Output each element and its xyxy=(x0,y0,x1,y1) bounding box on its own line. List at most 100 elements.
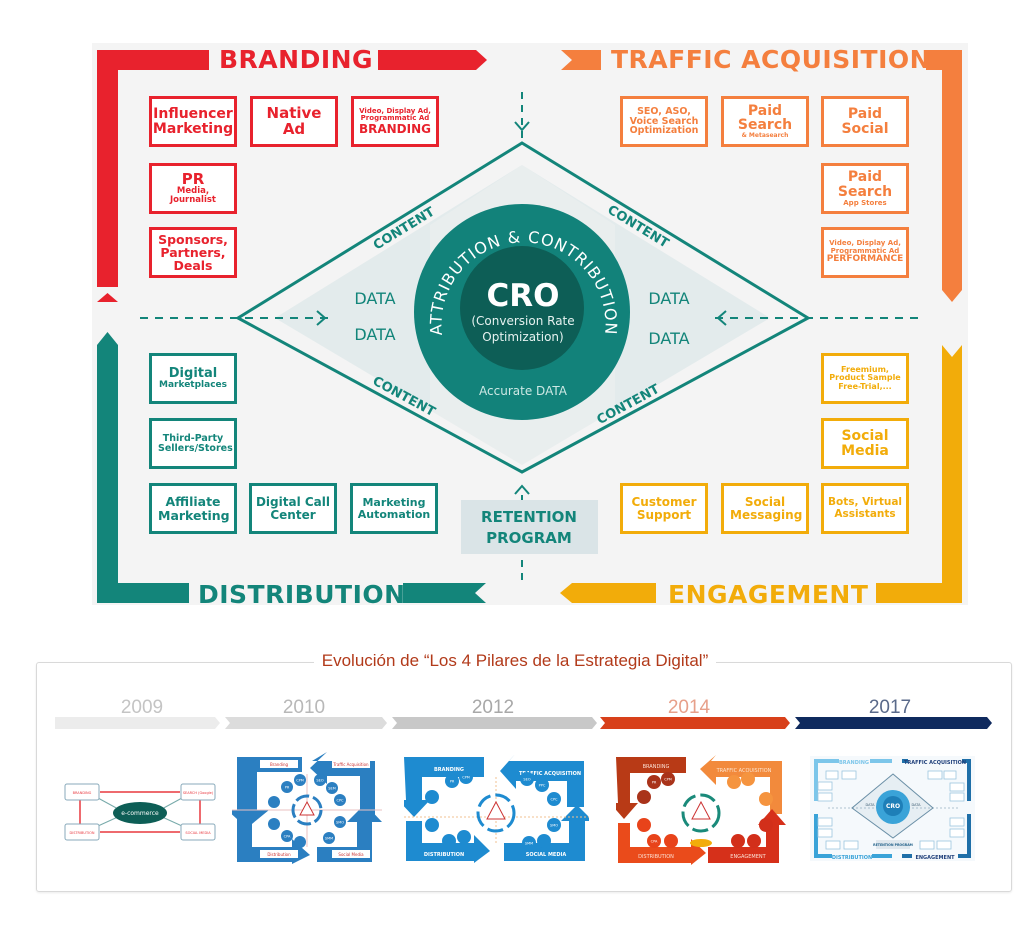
thumb-label: SOCIAL MEDIA xyxy=(526,852,567,858)
thumb-circle xyxy=(459,770,473,784)
evolution-title: Evolución de “Los 4 Pilares de la Estrat… xyxy=(0,651,1030,671)
timeline-segment-2010 xyxy=(225,717,387,729)
thumb-circle xyxy=(457,830,471,844)
thumb-circle-label: CPA xyxy=(284,835,291,839)
engagement-title: ENGAGEMENT xyxy=(668,580,869,609)
branding-item-native-ad: Native Ad xyxy=(250,96,338,147)
item-sub-label: & Metasearch xyxy=(741,132,789,140)
distribution-item-digital-marketplaces: Digital Marketplaces xyxy=(149,353,237,404)
thumb-label: Social Media xyxy=(338,852,364,857)
item-label: Third-Party Sellers/Stores xyxy=(158,432,233,454)
thumbnail-2012: BRANDING TRAFFIC ACQUISITION DISTRIBUTIO… xyxy=(404,755,589,863)
timeline-year-2012: 2012 xyxy=(471,697,515,718)
thumb-circle-label: SMM xyxy=(525,842,533,846)
cro-title: CRO xyxy=(487,278,560,314)
item-label: Freemium, Product Sample Free-Trial,... xyxy=(829,364,901,391)
thumb-circle-label: SMM xyxy=(325,837,333,841)
traffic-item-paid-social: Paid Social xyxy=(821,96,909,147)
traffic-item-seo-aso: SEO, ASO, Voice Search Optimization xyxy=(620,96,708,147)
thumb-circle xyxy=(522,836,536,850)
thumbnail-2014: BRANDING TRAFFIC ACQUISITION DISTRIBUTIO… xyxy=(616,755,786,865)
branding-arrow xyxy=(97,50,487,302)
bottom-chevron-icon xyxy=(514,484,530,495)
item-label: Affiliate Marketing xyxy=(158,494,230,523)
item-label: BRANDING xyxy=(358,121,432,136)
thumb-circle-label: PPC xyxy=(539,784,546,788)
thumb-circle xyxy=(759,792,773,806)
data-label-left-bottom: DATA xyxy=(354,325,395,344)
thumb-circle-label: CPM xyxy=(462,776,470,780)
evolution-title-text: Evolución de “Los 4 Pilares de la Estrat… xyxy=(313,651,717,670)
distribution-item-digital-call-center: Digital Call Center xyxy=(249,483,337,534)
traffic-arrow xyxy=(561,50,962,302)
traffic-item-video-display-performance: Video, Display Ad, Programmatic Ad PERFO… xyxy=(821,227,909,278)
thumb-circle xyxy=(747,834,761,848)
cro-subtitle-line2: Optimization) xyxy=(482,330,563,344)
item-sub-label: Programmatic Ad xyxy=(830,246,900,255)
engagement-item-social-media: Social Media xyxy=(821,418,909,469)
thumb-circle xyxy=(268,796,280,808)
engagement-bar-vertical xyxy=(942,345,962,603)
thumb-circle xyxy=(281,830,293,842)
data-label-right-bottom: DATA xyxy=(648,329,689,348)
timeline-segment-2012 xyxy=(392,717,597,729)
engagement-arrowhead xyxy=(560,583,656,603)
item-sub-label: Marketplaces xyxy=(158,379,227,390)
traffic-item-paid-search-app-stores: Paid Search App Stores xyxy=(821,163,909,214)
retention-line1: RETENTION xyxy=(481,508,577,526)
ecommerce-ellipse xyxy=(113,802,167,824)
item-label: PR xyxy=(181,169,205,188)
item-label: PERFORMANCE xyxy=(826,254,904,265)
branding-item-pr: PR Media, Journalist xyxy=(149,163,237,214)
traffic-item-paid-search-metasearch: Paid Search & Metasearch xyxy=(721,96,809,147)
left-chevron-icon xyxy=(316,310,327,326)
diagram-graphics: ATTRIBUTION & CONTRIBUTION CONTENT CONTE… xyxy=(97,50,962,603)
branding-item-video-display-branding: Video, Display Ad, Programmatic Ad BRAND… xyxy=(351,96,439,147)
thumb-label: BRANDING xyxy=(643,764,670,770)
item-sub-label: Media, Journalist xyxy=(170,186,216,206)
timeline-segment-2017 xyxy=(795,717,992,729)
item-sub-label: Video, Display Ad, xyxy=(829,239,901,248)
thumb-circle-label: SEO xyxy=(523,778,530,782)
thumb-circle-label: CPM xyxy=(664,778,672,782)
thumb-circle xyxy=(547,818,561,832)
thumb-circle xyxy=(664,834,678,848)
distribution-tail xyxy=(403,583,486,603)
item-label: Digital xyxy=(168,365,218,381)
thumb-circle xyxy=(445,774,459,788)
distribution-arrow xyxy=(97,332,486,603)
thumb-circle xyxy=(334,816,346,828)
engagement-arrow xyxy=(560,345,962,603)
item-label: Sponsors, Partners, Deals xyxy=(158,231,228,274)
thumb-circle xyxy=(294,774,306,786)
timeline-year-2017: 2017 xyxy=(868,697,912,718)
timeline-year-2009: 2009 xyxy=(120,697,164,718)
thumb-circle xyxy=(537,834,551,848)
thumb-circle xyxy=(520,772,534,786)
thumb-circle xyxy=(535,778,549,792)
retention-line2: PROGRAM xyxy=(486,529,572,547)
cro-subtitle-line1: (Conversion Rate xyxy=(471,314,574,328)
thumb-label: RETENTION PROGRAM xyxy=(873,843,913,847)
thumb-label: TRAFFIC ACQUISITION xyxy=(519,771,581,777)
thumb-circle xyxy=(294,836,306,848)
thumb-circle xyxy=(647,775,661,789)
thumb-circle xyxy=(281,781,293,793)
thumb-label: TRAFFIC ACQUISITION xyxy=(904,760,966,766)
item-sub-label: App Stores xyxy=(843,198,887,207)
thumb-circle xyxy=(637,790,651,804)
thumb-circle-label: CPC xyxy=(337,799,345,803)
item-label: Social Media xyxy=(841,427,889,459)
item-label: Paid Search xyxy=(837,169,893,200)
item-label: Bots, Virtual Assistants xyxy=(827,496,903,520)
timeline-segment-2009 xyxy=(55,717,220,729)
branding-bar-vertical xyxy=(97,50,118,302)
engagement-item-bots: Bots, Virtual Assistants xyxy=(821,483,909,534)
thumb-circle-label: CPC xyxy=(551,798,559,802)
thumb-circle xyxy=(637,818,651,832)
engagement-item-social-messaging: Social Messaging xyxy=(721,483,809,534)
thumb-circle-label: PR xyxy=(450,780,455,784)
thumb-circle-label: SMO xyxy=(336,821,344,825)
timeline-segment-2014 xyxy=(600,717,790,729)
item-label: SEO, ASO, Voice Search Optimization xyxy=(629,105,699,137)
